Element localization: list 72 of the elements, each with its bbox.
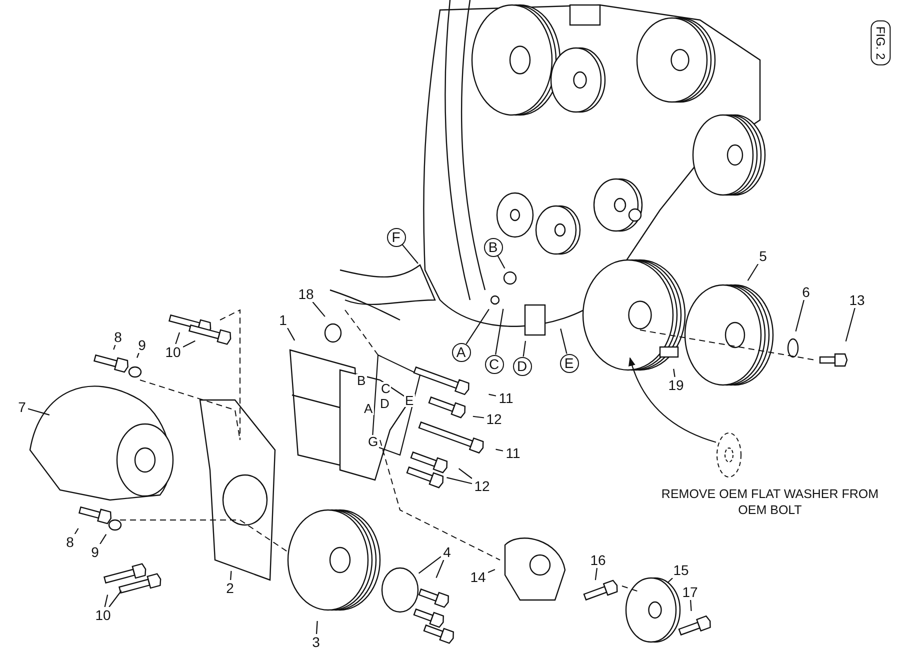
leader-line [845,308,856,342]
leader-line [230,570,232,580]
leader-line [496,448,504,452]
arrow [628,357,716,443]
leader-line [402,244,418,264]
callout-number: 11 [503,445,523,461]
leader-line [113,344,116,350]
callout-number: 12 [484,411,504,427]
callout-number: 4 [441,544,453,560]
callout-number: 11 [496,390,516,406]
callout-number: 13 [847,292,867,308]
callout-number: 9 [89,544,101,560]
leader-line [28,408,50,416]
leader-line [458,468,472,479]
callout-number: 18 [296,286,316,302]
hole-letter: A [363,402,374,415]
callout-number: 3 [310,634,322,650]
reference-letter: D [512,356,532,376]
leader-line [74,528,79,534]
callout-number: 19 [666,377,686,393]
callout-number: 10 [163,344,183,360]
callout-number: 8 [112,329,124,345]
callout-number: 2 [224,580,236,596]
callout-number: 16 [588,552,608,568]
leader-line [560,328,568,354]
leader-line [104,594,108,608]
leader-line [108,590,122,608]
leader-line [488,394,496,396]
callout-number: 17 [680,584,700,600]
reference-letter: C [484,354,504,374]
leader-line [312,302,326,317]
leader-line [316,620,318,634]
hole-letter: E [404,394,415,407]
leader-line [673,368,676,378]
hole-letter: C [380,382,392,395]
reference-letter: F [386,228,406,246]
leader-line [495,308,504,355]
callout-number: 12 [472,478,492,494]
callout-number: 14 [468,569,488,585]
leader-line [287,328,296,341]
leader-line [668,578,673,583]
callout-number: 8 [64,534,76,550]
callout-number: 15 [671,562,691,578]
leader-line [690,600,692,612]
callout-number: 7 [16,399,28,415]
leader-line [472,416,484,418]
hole-letter: B [356,374,367,387]
leader-line [100,534,107,544]
leader-line [182,340,196,348]
leader-line [436,560,444,578]
leader-line [418,556,442,574]
leader-line [522,340,526,357]
leader-line [466,308,490,344]
callout-number: 6 [800,284,812,300]
figure-label: FIG. 2 [870,20,891,66]
leader-line [747,264,759,281]
leader-line [795,300,804,332]
callout-number: 1 [277,312,289,328]
reference-letter: A [452,342,470,362]
callout-number: 5 [757,248,769,264]
hole-letter: G [367,435,380,448]
callout-number: 9 [136,337,148,353]
leader-line [488,568,496,574]
callout-number: 10 [93,607,113,623]
leader-line [446,477,472,484]
leader-line [175,332,180,344]
hole-letter: D [379,397,390,410]
leader-line [497,255,506,269]
leader-line [136,352,140,358]
instruction-note: REMOVE OEM FLAT WASHER FROM OEM BOLT [660,486,880,518]
reference-letter: E [560,354,578,372]
leader-line [594,568,598,580]
